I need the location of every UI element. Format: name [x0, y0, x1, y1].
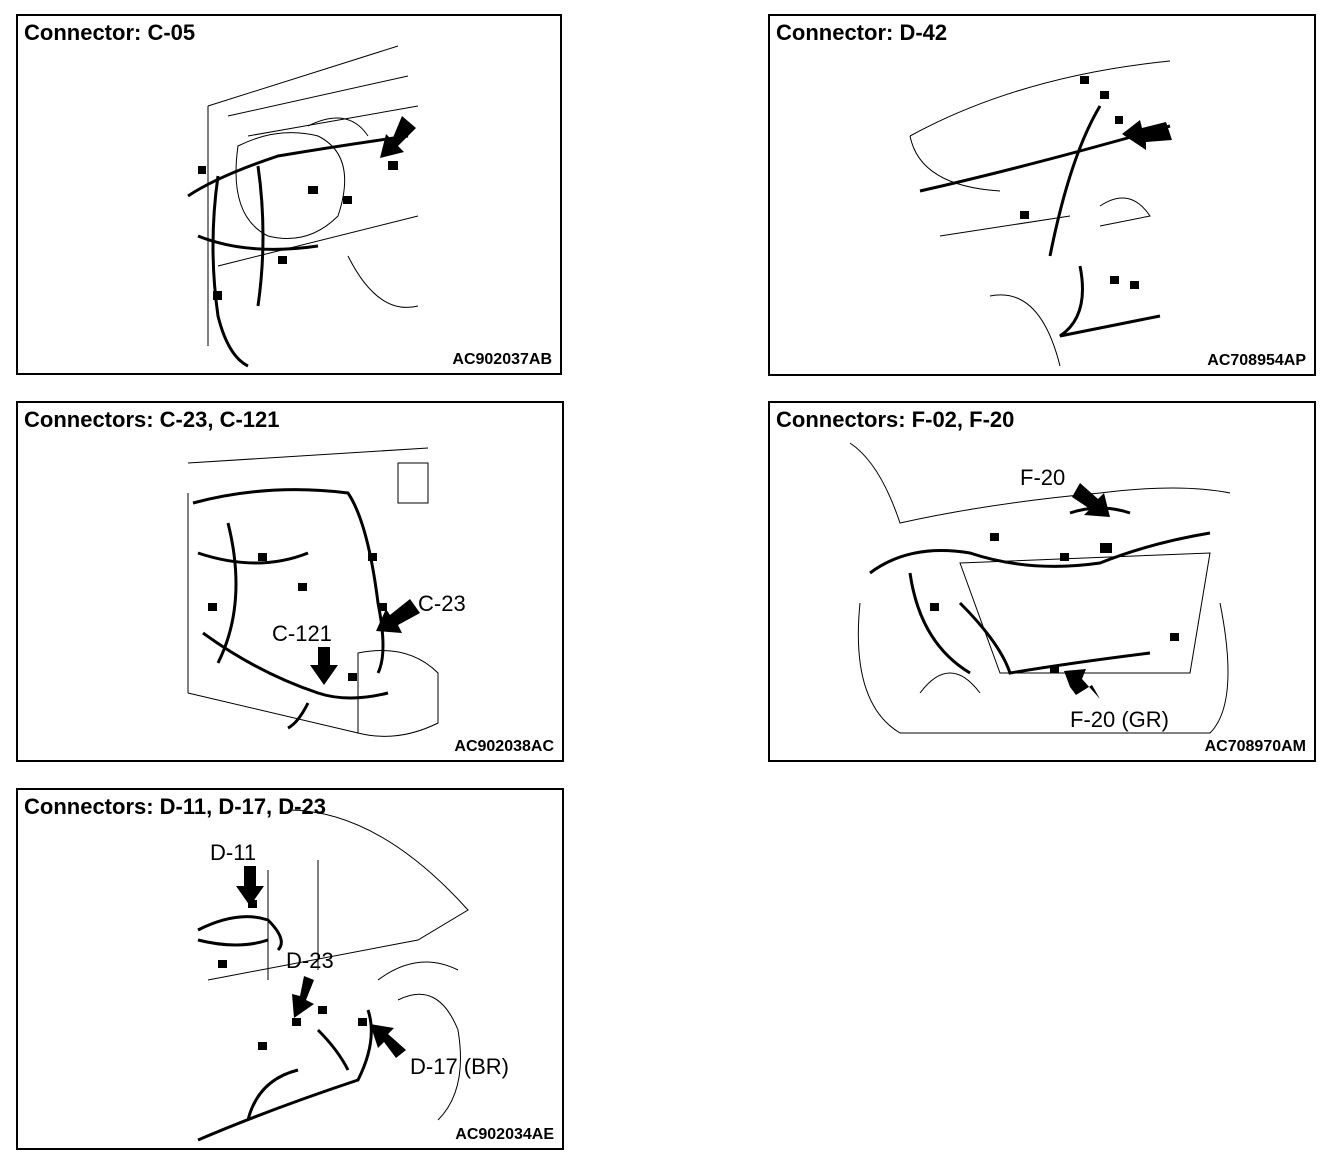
panel-title: Connector: D-42	[776, 20, 948, 45]
panel-title: Connectors: D-11, D-17, D-23	[24, 794, 326, 819]
callout-d23: D-23	[286, 948, 334, 973]
figure-code: AC902034AE	[455, 1126, 554, 1143]
callout-c121: C-121	[272, 621, 332, 646]
harness-illustration	[187, 447, 439, 737]
harness-illustration	[187, 45, 419, 368]
diagram-panel-c05: Connector: C-05 AC902037AB	[16, 14, 562, 375]
d17-arrow	[370, 1024, 406, 1058]
c23-arrow	[376, 599, 420, 633]
harness-illustration	[909, 60, 1172, 367]
d11-arrow	[236, 866, 264, 906]
harness-illustration	[197, 809, 469, 1142]
f20-gr-arrow	[1064, 669, 1100, 699]
harness-illustration	[849, 442, 1231, 734]
callout-f20: F-20	[1020, 465, 1066, 490]
diagram-panel-d42: Connector: D-42 AC708954AP	[768, 14, 1316, 376]
panel-title: Connector: C-05	[24, 20, 196, 45]
diagram-panel-c23-c121: Connectors: C-23, C-121 C-23 C-121 AC902…	[16, 401, 564, 762]
figure-code: AC708970AM	[1204, 738, 1306, 755]
panel-title: Connectors: C-23, C-121	[24, 407, 280, 432]
panel-title: Connectors: F-02, F-20	[776, 407, 1015, 432]
callout-d17-br: D-17 (BR)	[410, 1054, 510, 1079]
callout-c23: C-23	[418, 591, 466, 616]
figure-code: AC902038AC	[454, 738, 554, 755]
c121-arrow	[310, 647, 338, 685]
f20-top-arrow	[1072, 483, 1110, 517]
connector-arrow	[1122, 120, 1172, 150]
callout-d11: D-11	[210, 840, 257, 865]
connector-arrow	[380, 116, 416, 158]
diagram-panel-d11-d17-d23: Connectors: D-11, D-17, D-23 D-11 D-23 D…	[16, 788, 564, 1150]
callout-f20-gr: F-20 (GR)	[1070, 707, 1169, 732]
figure-code: AC902037AB	[452, 351, 552, 368]
diagram-panel-f02-f20: Connectors: F-02, F-20 F-20 F-20 (GR) AC…	[768, 401, 1316, 762]
d23-arrow	[292, 976, 314, 1018]
figure-code: AC708954AP	[1207, 352, 1306, 369]
